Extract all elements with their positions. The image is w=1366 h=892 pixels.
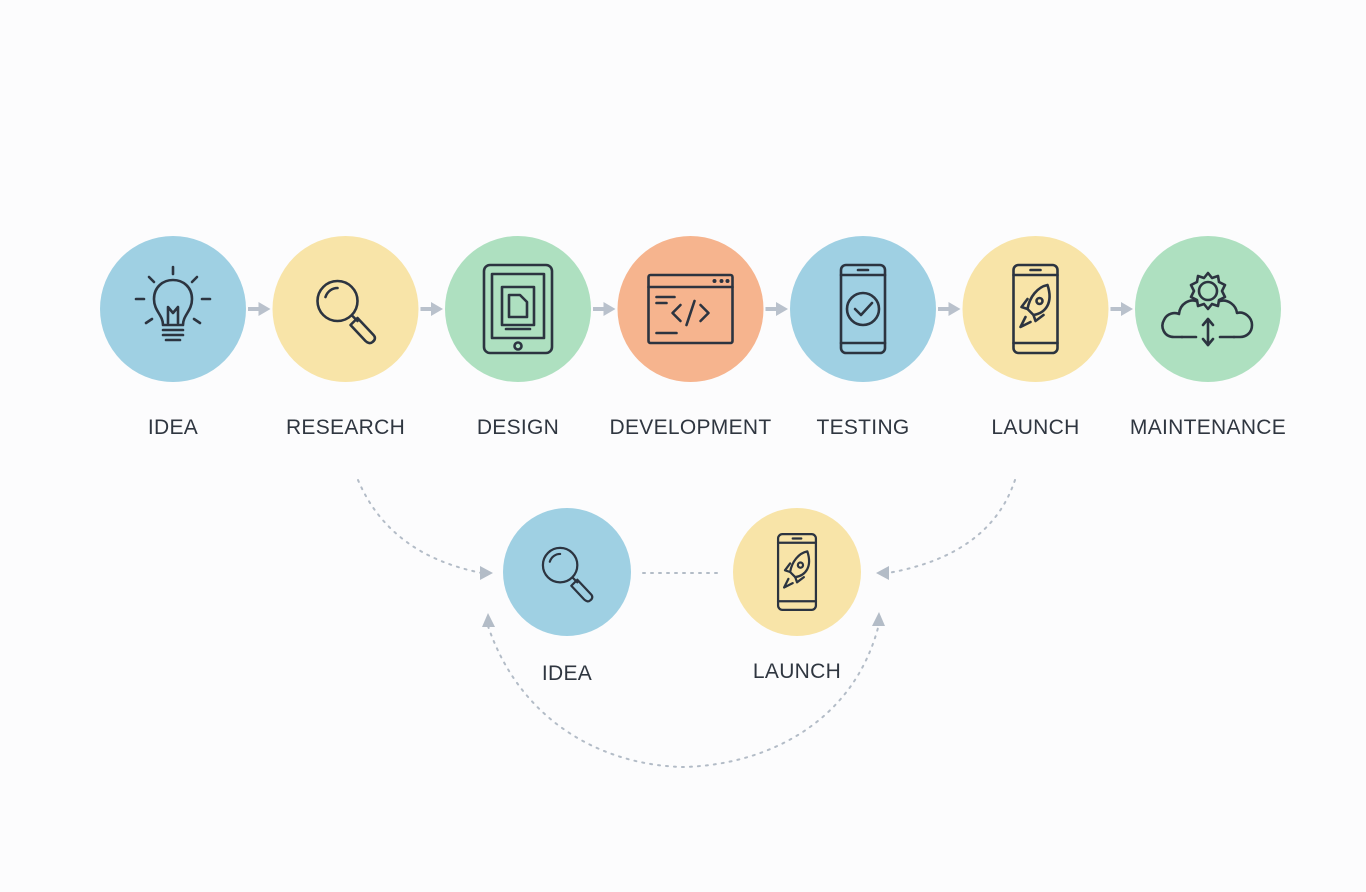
testing-circle	[790, 236, 936, 382]
stage-testing: TESTING	[790, 236, 936, 439]
research-label: RESEARCH	[286, 416, 405, 439]
flow-arrow	[593, 302, 616, 316]
design-circle	[445, 236, 591, 382]
arrowhead	[872, 612, 885, 626]
stage-idea: IDEA	[100, 236, 246, 439]
stage-development: DEVELOPMENT	[610, 236, 772, 439]
development-label: DEVELOPMENT	[610, 416, 772, 439]
flow-arrow	[420, 302, 443, 316]
research-circle	[272, 236, 419, 382]
launch-label: LAUNCH	[991, 416, 1079, 439]
stage-loop-launch: LAUNCH	[733, 508, 861, 683]
design-label: DESIGN	[477, 416, 559, 439]
connector-research-to-idea	[357, 479, 483, 574]
launch-circle	[962, 236, 1109, 382]
stage-research: RESEARCH	[272, 236, 419, 439]
testing-label: TESTING	[816, 416, 909, 439]
idea-label: IDEA	[148, 416, 198, 439]
loop-launch-circle	[733, 508, 861, 636]
flow-arrow	[1110, 302, 1133, 316]
arrowhead	[480, 566, 493, 580]
flow-arrow	[938, 302, 961, 316]
loop-idea-circle	[503, 508, 631, 636]
flow-arrow	[248, 302, 271, 316]
stage-launch: LAUNCH	[962, 236, 1109, 439]
flow-arrow	[765, 302, 788, 316]
connector-loop-return	[487, 623, 880, 769]
loop-idea-label: IDEA	[542, 662, 592, 685]
connector-launch-to-loop-launch	[887, 479, 1016, 574]
flow-arrows	[248, 302, 1133, 316]
stage-design: DESIGN	[445, 236, 591, 439]
maintenance-label: MAINTENANCE	[1130, 416, 1286, 439]
arrowhead	[876, 566, 889, 580]
loop-launch-label: LAUNCH	[753, 660, 841, 683]
arrowhead	[482, 613, 495, 627]
stage-loop-idea: IDEA	[503, 508, 631, 685]
loop-connectors	[357, 479, 1016, 769]
stage-maintenance: MAINTENANCE	[1130, 236, 1286, 439]
idea-circle	[100, 236, 246, 382]
